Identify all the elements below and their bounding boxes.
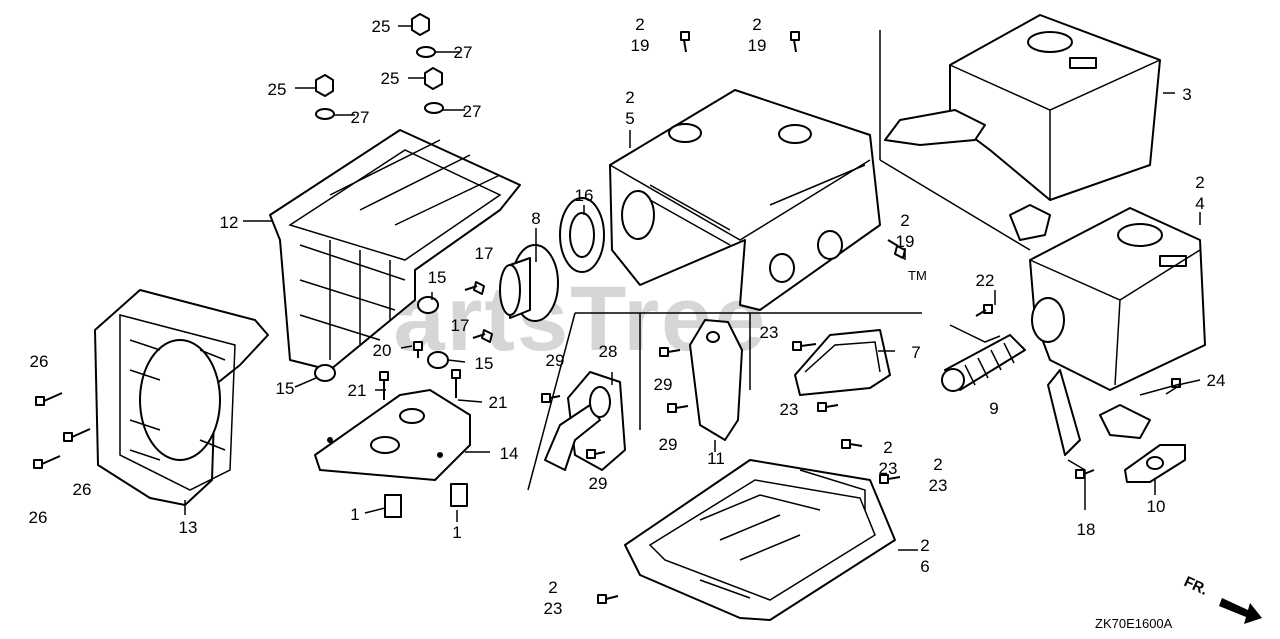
callout-c22[interactable]: 22 <box>976 271 995 290</box>
part-5-muffler-protector[interactable] <box>609 89 881 311</box>
callout-c1b[interactable]: 1 <box>452 523 461 542</box>
callout-c27b[interactable]: 27 <box>351 108 370 127</box>
callout-c15b[interactable]: 15 <box>475 354 494 373</box>
part-1-collars[interactable] <box>384 483 468 518</box>
callout-c29d[interactable]: 29 <box>589 474 608 493</box>
callout-c27a[interactable]: 27 <box>454 43 473 62</box>
part-10-gasket[interactable] <box>1124 444 1186 483</box>
part-11-deflector[interactable] <box>689 319 743 441</box>
callout-c14[interactable]: 14 <box>500 444 519 463</box>
callout-c9[interactable]: 9 <box>989 399 998 418</box>
part-7-cover[interactable] <box>794 329 891 396</box>
callout-c2_6[interactable]: 2 <box>920 536 929 555</box>
callout-c2_4[interactable]: 2 <box>1195 173 1204 192</box>
callout-c21b[interactable]: 21 <box>489 393 508 412</box>
callout-c2_23a[interactable]: 2 <box>883 438 892 457</box>
callout-c26c[interactable]: 26 <box>29 508 48 527</box>
callout-c2_6-sub[interactable]: 6 <box>920 557 929 576</box>
callout-c2_19c-sub[interactable]: 19 <box>896 232 915 251</box>
callout-c26b[interactable]: 26 <box>73 480 92 499</box>
callout-c17b[interactable]: 17 <box>451 316 470 335</box>
callout-c8[interactable]: 8 <box>531 209 540 228</box>
callout-c21a[interactable]: 21 <box>348 381 367 400</box>
front-direction-arrow: FR. <box>1181 573 1262 624</box>
callout-c2_23b[interactable]: 2 <box>933 455 942 474</box>
callout-c7[interactable]: 7 <box>911 343 920 362</box>
part-14-plate[interactable] <box>314 389 471 481</box>
callout-c2_19c[interactable]: 2 <box>900 211 909 230</box>
part-12-bracket[interactable] <box>269 129 521 371</box>
callout-c23a[interactable]: 23 <box>760 323 779 342</box>
hardware-nuts-washers[interactable] <box>315 13 444 120</box>
part-13-bracket[interactable] <box>94 289 269 506</box>
callout-c29a[interactable]: 29 <box>546 351 565 370</box>
callout-c25c[interactable]: 25 <box>381 69 400 88</box>
callout-c2_19b[interactable]: 2 <box>752 15 761 34</box>
callout-c15c[interactable]: 15 <box>276 379 295 398</box>
callout-c16[interactable]: 16 <box>575 186 594 205</box>
callout-c2_23c[interactable]: 2 <box>548 578 557 597</box>
callout-c25b[interactable]: 25 <box>268 80 287 99</box>
part-8-guide[interactable] <box>499 244 559 322</box>
part-28-pipe[interactable] <box>544 371 626 471</box>
callout-c2_23c-sub[interactable]: 23 <box>544 599 563 618</box>
callout-c12[interactable]: 12 <box>220 213 239 232</box>
callout-c2_19a[interactable]: 2 <box>635 15 644 34</box>
callout-c2_5-sub[interactable]: 5 <box>625 109 634 128</box>
section-dividers <box>527 30 1031 491</box>
hardware-grommets[interactable] <box>314 296 449 382</box>
callout-c29c[interactable]: 29 <box>659 435 678 454</box>
callout-c2_19a-sub[interactable]: 19 <box>631 36 650 55</box>
callout-c1a[interactable]: 1 <box>350 505 359 524</box>
trademark-mark: TM <box>908 268 927 283</box>
callout-c15a[interactable]: 15 <box>428 268 447 287</box>
leader-lines <box>184 25 1201 551</box>
callout-c29b[interactable]: 29 <box>654 375 673 394</box>
callout-c18[interactable]: 18 <box>1077 520 1096 539</box>
callout-c27c[interactable]: 27 <box>463 102 482 121</box>
callout-c20[interactable]: 20 <box>373 341 392 360</box>
callout-c3[interactable]: 3 <box>1182 85 1191 104</box>
callout-c24[interactable]: 24 <box>1207 371 1226 390</box>
callout-c2_4-sub[interactable]: 4 <box>1195 194 1204 213</box>
part-16-gasket[interactable] <box>559 197 605 273</box>
part-4-muffler[interactable] <box>1029 207 1206 456</box>
callout-c23b[interactable]: 23 <box>780 400 799 419</box>
callout-c13[interactable]: 13 <box>179 518 198 537</box>
callout-c2_5[interactable]: 2 <box>625 88 634 107</box>
callout-c2_23a-sub[interactable]: 23 <box>879 459 898 478</box>
callout-c11[interactable]: 11 <box>707 449 725 468</box>
part-9-spark-arrester[interactable] <box>941 334 1026 392</box>
callout-c26a[interactable]: 26 <box>30 352 49 371</box>
direction-label: FR. <box>1181 573 1210 599</box>
callout-c10[interactable]: 10 <box>1147 497 1166 516</box>
callout-c25a[interactable]: 25 <box>372 17 391 36</box>
part-6-lower-protector[interactable] <box>624 459 896 621</box>
callout-c17a[interactable]: 17 <box>475 244 494 263</box>
hardware-bolts-screws[interactable] <box>33 31 1181 604</box>
callout-c2_23b-sub[interactable]: 23 <box>929 476 948 495</box>
callout-c28[interactable]: 28 <box>599 342 618 361</box>
diagram-code: ZK70E1600A <box>1095 616 1173 631</box>
part-3-muffler[interactable] <box>884 14 1161 241</box>
callout-c2_19b-sub[interactable]: 19 <box>748 36 767 55</box>
